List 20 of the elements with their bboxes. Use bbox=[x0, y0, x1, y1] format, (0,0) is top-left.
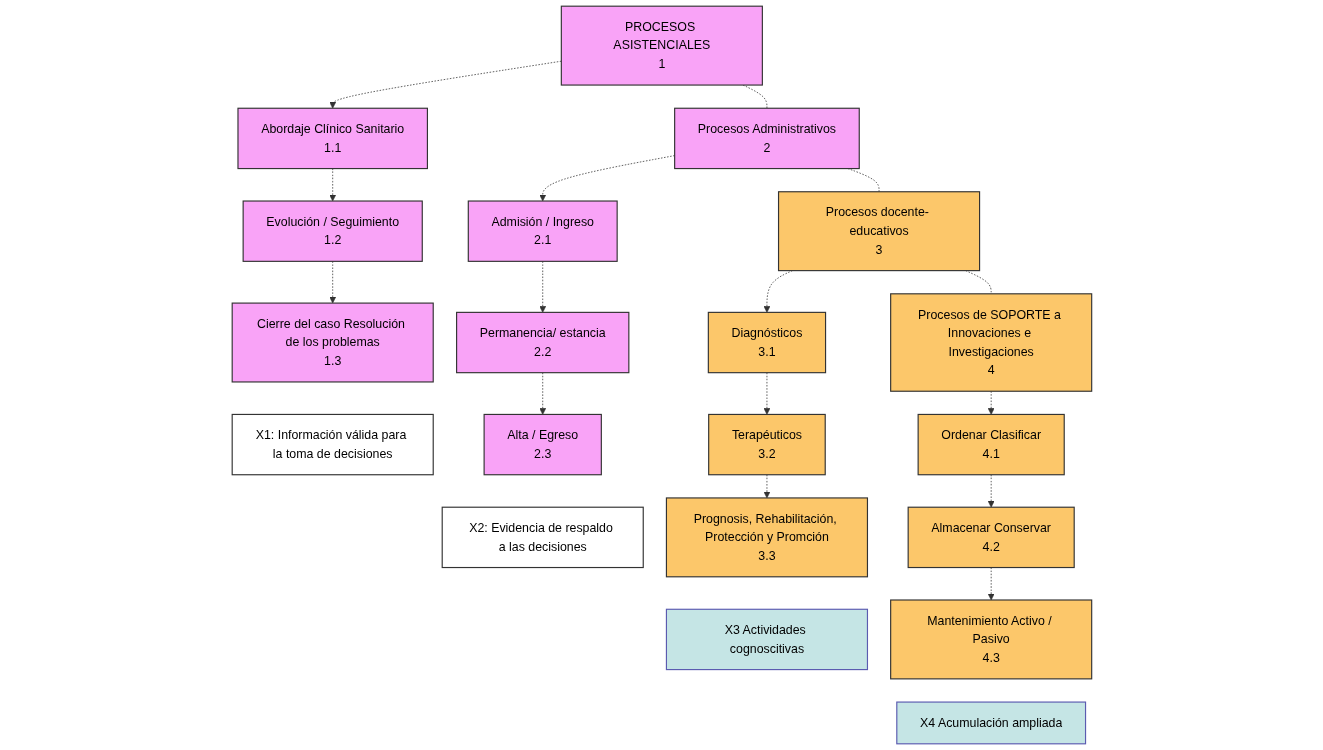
node-box: X4 Acumulación ampliada bbox=[895, 701, 1086, 745]
node-box: Permanencia/ estancia 2.2 bbox=[455, 311, 629, 374]
node-box: Evolución / Seguimiento 1.2 bbox=[242, 200, 423, 262]
node-box: Diagnósticos 3.1 bbox=[707, 311, 826, 374]
node-box: Admisión / Ingreso 2.1 bbox=[467, 200, 618, 262]
node-box: Terapéuticos 3.2 bbox=[707, 413, 826, 476]
node-box: Procesos docente- educativos 3 bbox=[777, 191, 980, 272]
node-box: Abordaje Clínico Sanitario 1.1 bbox=[236, 107, 428, 170]
node-box: Procesos Administrativos 2 bbox=[673, 107, 860, 170]
node-box: X3 Actividades cognoscitivas bbox=[665, 608, 868, 671]
node-box: Procesos de SOPORTE a Innovaciones e Investigaciones 4 bbox=[889, 293, 1092, 392]
node-box: Almacenar Conservar 4.2 bbox=[907, 506, 1075, 569]
node-box: Ordenar Clasificar 4.1 bbox=[917, 413, 1065, 476]
node-box: Cierre del caso Resolución de los problemas 1.3 bbox=[231, 302, 434, 383]
node-box: X1: Información válida para la toma de decisiones bbox=[231, 413, 434, 476]
node-box: X2: Evidencia de respaldo a las decisiones bbox=[441, 506, 644, 569]
node-box: Mantenimiento Activo / Pasivo 4.3 bbox=[889, 599, 1092, 680]
node-box: Alta / Egreso 2.3 bbox=[483, 413, 602, 476]
node-box: Prognosis, Rehabilitación, Protección y Promción 3.3 bbox=[665, 497, 868, 578]
node-box: PROCESOS ASISTENCIALES 1 bbox=[560, 5, 763, 86]
